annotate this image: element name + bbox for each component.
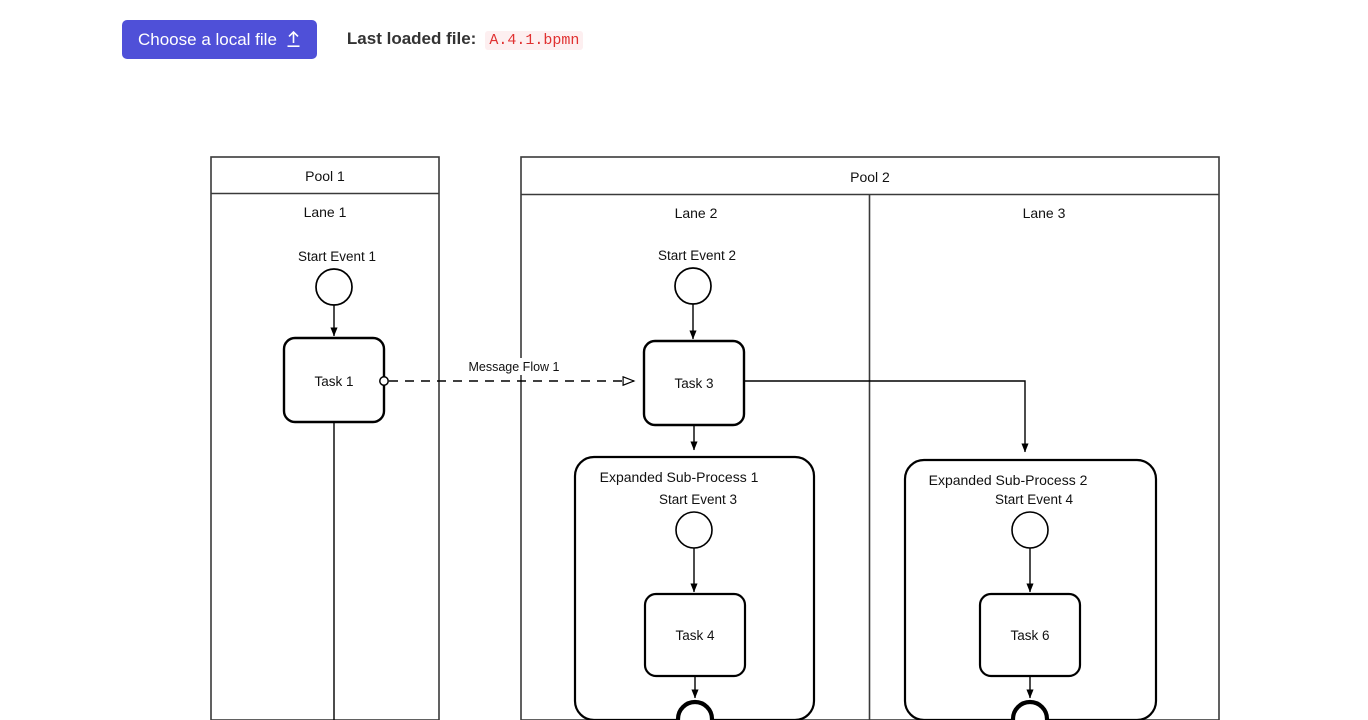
message-flow-1-label-bg: [463, 358, 566, 375]
task-4-label: Task 4: [675, 628, 715, 643]
choose-local-file-button[interactable]: Choose a local file: [122, 19, 317, 59]
expanded-sub-process-2[interactable]: Expanded Sub-Process 2 Start Event 4 Tas…: [903, 458, 1158, 720]
task-1[interactable]: Task 1: [282, 336, 386, 424]
pool-1-border[interactable]: [210, 156, 440, 720]
end-event-1-circle[interactable]: [675, 699, 715, 720]
last-loaded-file-name: A.4.1.bpmn: [485, 30, 584, 50]
upload-arrow-icon: [286, 30, 301, 48]
start-event-4-label: Start Event 4: [995, 492, 1074, 507]
end-event-2-circle[interactable]: [1010, 699, 1050, 720]
choose-local-file-label: Choose a local file: [138, 29, 277, 49]
start-event-2[interactable]: Start Event 2: [658, 248, 736, 305]
pool-2[interactable]: Pool 2 Lane 2 Lane 3 Start Event 2 Task …: [520, 156, 1220, 720]
message-flow-1[interactable]: Message Flow 1: [379, 358, 634, 386]
start-event-2-label: Start Event 2: [658, 248, 736, 263]
task-6-label: Task 6: [1010, 628, 1049, 643]
task-3[interactable]: Task 3: [642, 339, 746, 427]
sub-process-1-label: Expanded Sub-Process 1: [600, 469, 759, 485]
task-1-label: Task 1: [314, 374, 353, 389]
start-event-1-circle[interactable]: [315, 268, 353, 306]
task-3-label: Task 3: [674, 376, 713, 391]
start-event-2-circle[interactable]: [674, 267, 712, 305]
pool-1-label: Pool 1: [305, 168, 345, 184]
pool-1[interactable]: Pool 1 Lane 1 Start Event 1 Task 1: [210, 156, 440, 720]
message-flow-1-source-marker: [379, 376, 389, 386]
toolbar: Choose a local file Last loaded file: A.…: [0, 0, 1368, 78]
sequence-flow-task3-subprocess2[interactable]: [744, 380, 1029, 453]
start-event-1-label: Start Event 1: [298, 249, 376, 264]
lane-3-label: Lane 3: [1023, 205, 1066, 221]
start-event-4-circle[interactable]: [1011, 511, 1049, 549]
message-flow-1-label: Message Flow 1: [468, 360, 559, 374]
start-event-3-circle[interactable]: [675, 511, 713, 549]
sub-process-2-label: Expanded Sub-Process 2: [929, 472, 1088, 488]
lane-2-label: Lane 2: [675, 205, 718, 221]
expanded-sub-process-1[interactable]: Expanded Sub-Process 1 Start Event 3 Tas…: [573, 455, 816, 720]
last-loaded-file-group: Last loaded file: A.4.1.bpmn: [346, 28, 584, 50]
pool-2-label: Pool 2: [850, 169, 890, 185]
last-loaded-file-label: Last loaded file:: [346, 28, 477, 48]
start-event-3-label: Start Event 3: [659, 492, 737, 507]
lane-1-label: Lane 1: [304, 204, 347, 220]
